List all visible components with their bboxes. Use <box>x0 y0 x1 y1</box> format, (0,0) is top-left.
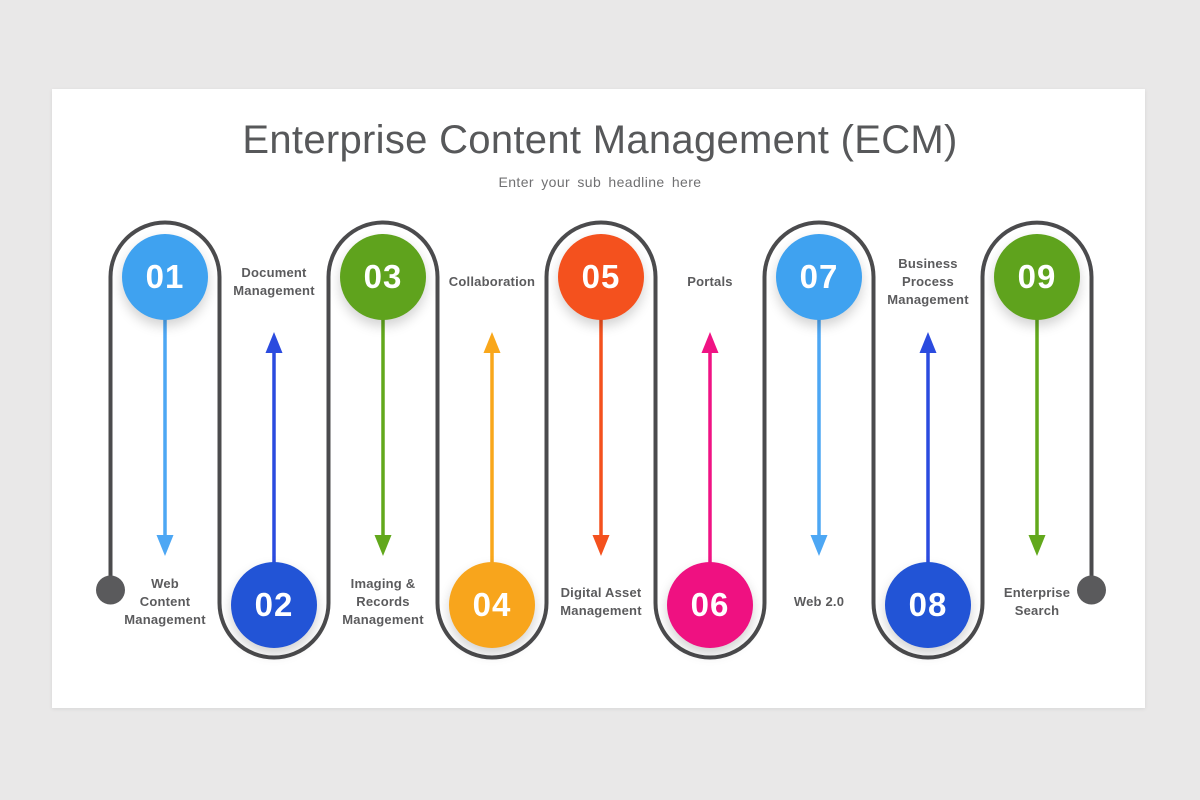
item-label-line: Management <box>124 612 206 627</box>
item-circle-05: 05 <box>558 234 644 320</box>
item-number: 09 <box>1017 258 1057 295</box>
item-circle-04: 04 <box>449 562 535 648</box>
item-number: 06 <box>690 586 730 623</box>
item-number: 05 <box>581 258 621 295</box>
item-label-line: Document <box>241 265 307 280</box>
item-label-line: Collaboration <box>448 274 536 289</box>
item-label-line: Process <box>902 274 954 289</box>
item-circle-07: 07 <box>776 234 862 320</box>
item-label-line: Business <box>898 256 958 271</box>
item-label-line: Digital Asset <box>560 585 642 600</box>
item-number: 03 <box>363 258 403 295</box>
item-circle-02: 02 <box>231 562 317 648</box>
item-label-line: Management <box>887 292 969 307</box>
item-label-06: Portals <box>640 273 780 291</box>
item-circle-08: 08 <box>885 562 971 648</box>
item-label-line: Enterprise <box>1003 585 1071 600</box>
item-label-line: Portals <box>687 274 733 289</box>
item-label-line: Web 2.0 <box>793 594 845 609</box>
item-number: 07 <box>799 258 839 295</box>
item-number: 02 <box>254 586 294 623</box>
item-label-line: Management <box>342 612 424 627</box>
item-label-07: Web 2.0 <box>749 593 889 611</box>
item-label-04: Collaboration <box>422 273 562 291</box>
item-number: 08 <box>908 586 948 623</box>
item-circle-01: 01 <box>122 234 208 320</box>
item-number: 04 <box>472 586 512 623</box>
item-label-line: Search <box>1014 603 1060 618</box>
item-label-line: Management <box>233 283 315 298</box>
item-number: 01 <box>145 258 185 295</box>
item-label-line: Web <box>151 576 179 591</box>
page-title: Enterprise Content Management (ECM) <box>242 118 958 162</box>
item-circle-06: 06 <box>667 562 753 648</box>
item-label-line: Management <box>560 603 642 618</box>
item-circle-09: 09 <box>994 234 1080 320</box>
page-subtitle: Enter your sub headline here <box>498 174 702 190</box>
item-label-line: Content <box>139 594 191 609</box>
item-circle-03: 03 <box>340 234 426 320</box>
item-label-line: Records <box>356 594 410 609</box>
item-label-line: Imaging & <box>350 576 416 591</box>
